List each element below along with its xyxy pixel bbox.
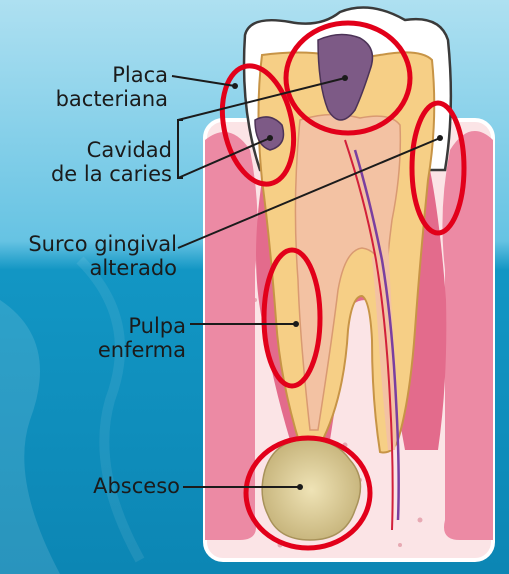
label-pulp-line1: Pulpa xyxy=(60,314,186,338)
label-abscess: Absceso xyxy=(40,474,180,498)
label-sulcus-line2: alterado xyxy=(2,256,177,280)
label-cavity-line2: de la caries xyxy=(20,162,172,186)
label-cavity-line1: Cavidad xyxy=(20,138,172,162)
label-plaque-line1: Placa xyxy=(20,63,168,87)
label-cavity: Cavidad de la caries xyxy=(20,138,172,186)
label-plaque: Placa bacteriana xyxy=(20,63,168,111)
label-plaque-line2: bacteriana xyxy=(20,87,168,111)
label-pulp: Pulpa enferma xyxy=(60,314,186,362)
label-sulcus-line1: Surco gingival xyxy=(2,232,177,256)
label-pulp-line2: enferma xyxy=(60,338,186,362)
label-sulcus: Surco gingival alterado xyxy=(2,232,177,280)
abscess xyxy=(262,440,360,540)
gum xyxy=(442,131,493,540)
